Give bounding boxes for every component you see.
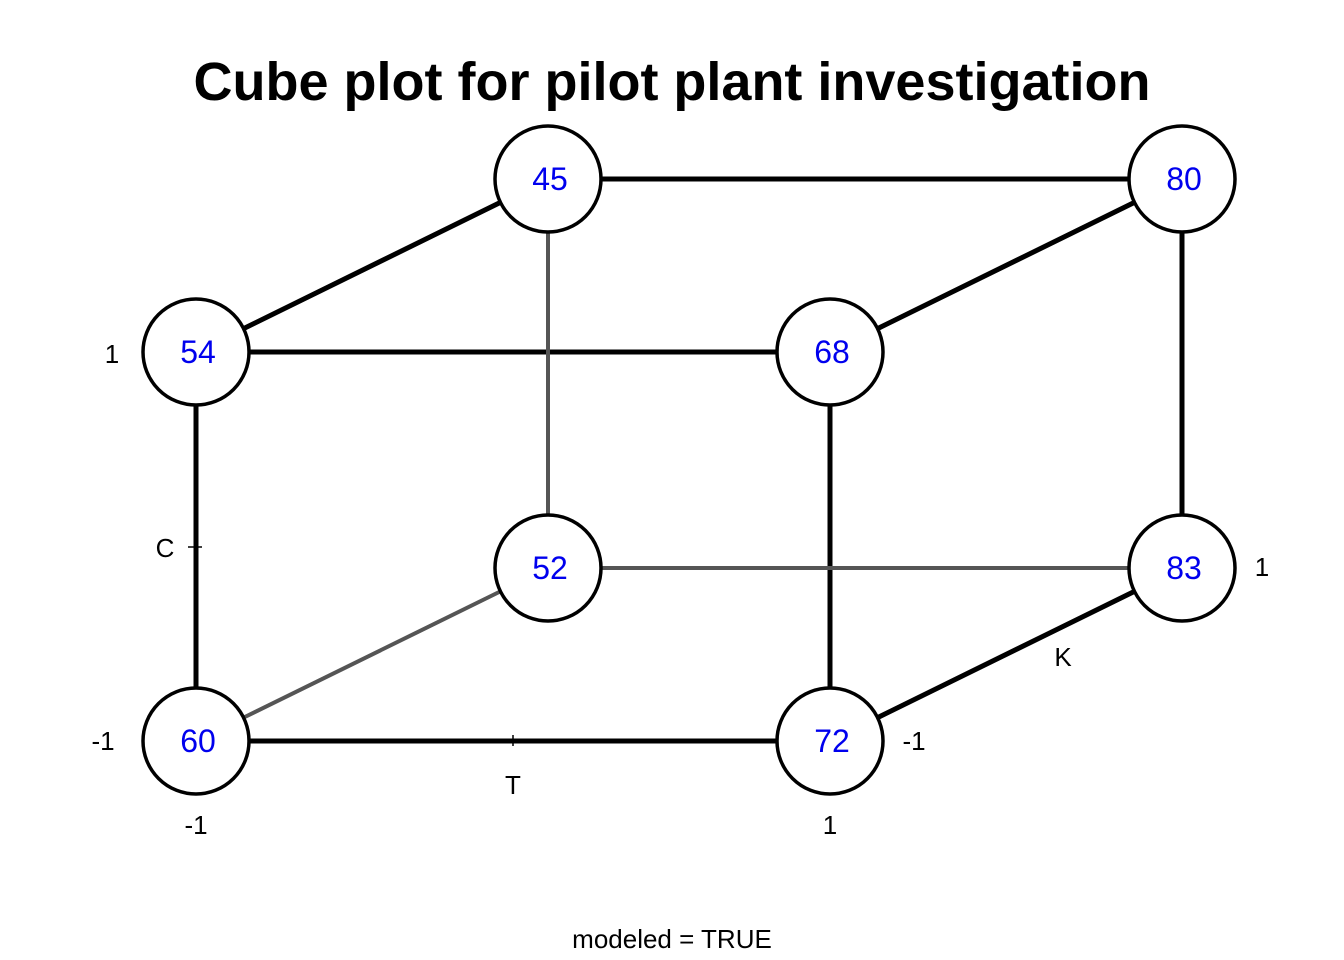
cube-node: 54 — [141, 297, 251, 407]
t-low-label: -1 — [184, 810, 207, 840]
k-axis-label: K — [1054, 642, 1072, 672]
cube-node: 52 — [493, 513, 603, 623]
k-axis-tick — [1001, 650, 1017, 659]
cube-node: 80 — [1127, 124, 1237, 234]
node-value: 83 — [1166, 550, 1202, 586]
node-value: 68 — [814, 334, 850, 370]
c-low-label: -1 — [91, 726, 114, 756]
node-circle — [1127, 513, 1237, 623]
node-value: 72 — [814, 723, 850, 759]
c-high-label: 1 — [105, 339, 119, 369]
node-circle — [775, 297, 885, 407]
node-value: 45 — [532, 161, 568, 197]
node-value: 80 — [1166, 161, 1202, 197]
k-high-label: 1 — [1255, 552, 1269, 582]
cube-edges — [193, 176, 1185, 744]
cube-edge-k — [876, 200, 1136, 331]
node-circle — [493, 513, 603, 623]
cube-nodes: 60 72 54 68 52 83 45 80 — [141, 124, 1237, 796]
cube-node: 68 — [775, 297, 885, 407]
node-circle — [141, 297, 251, 407]
node-value: 52 — [532, 550, 568, 586]
cube-node: 83 — [1127, 513, 1237, 623]
cube-node: 60 — [141, 686, 251, 796]
cube-edge-k — [242, 589, 502, 720]
cube-node: 72 — [775, 686, 885, 796]
k-low-label: -1 — [902, 726, 925, 756]
page-title: Cube plot for pilot plant investigation — [194, 52, 1151, 112]
c-axis-label: C — [156, 533, 175, 563]
cube-edge-k — [242, 200, 502, 331]
node-circle — [775, 686, 885, 796]
t-high-label: 1 — [823, 810, 837, 840]
t-axis-label: T — [505, 770, 521, 800]
cube-node: 45 — [493, 124, 603, 234]
node-circle — [1127, 124, 1237, 234]
footer-note: modeled = TRUE — [572, 924, 772, 954]
node-circle — [141, 686, 251, 796]
node-circle — [493, 124, 603, 234]
node-value: 54 — [180, 334, 216, 370]
cube-edge-k — [876, 589, 1136, 720]
node-value: 60 — [180, 723, 216, 759]
